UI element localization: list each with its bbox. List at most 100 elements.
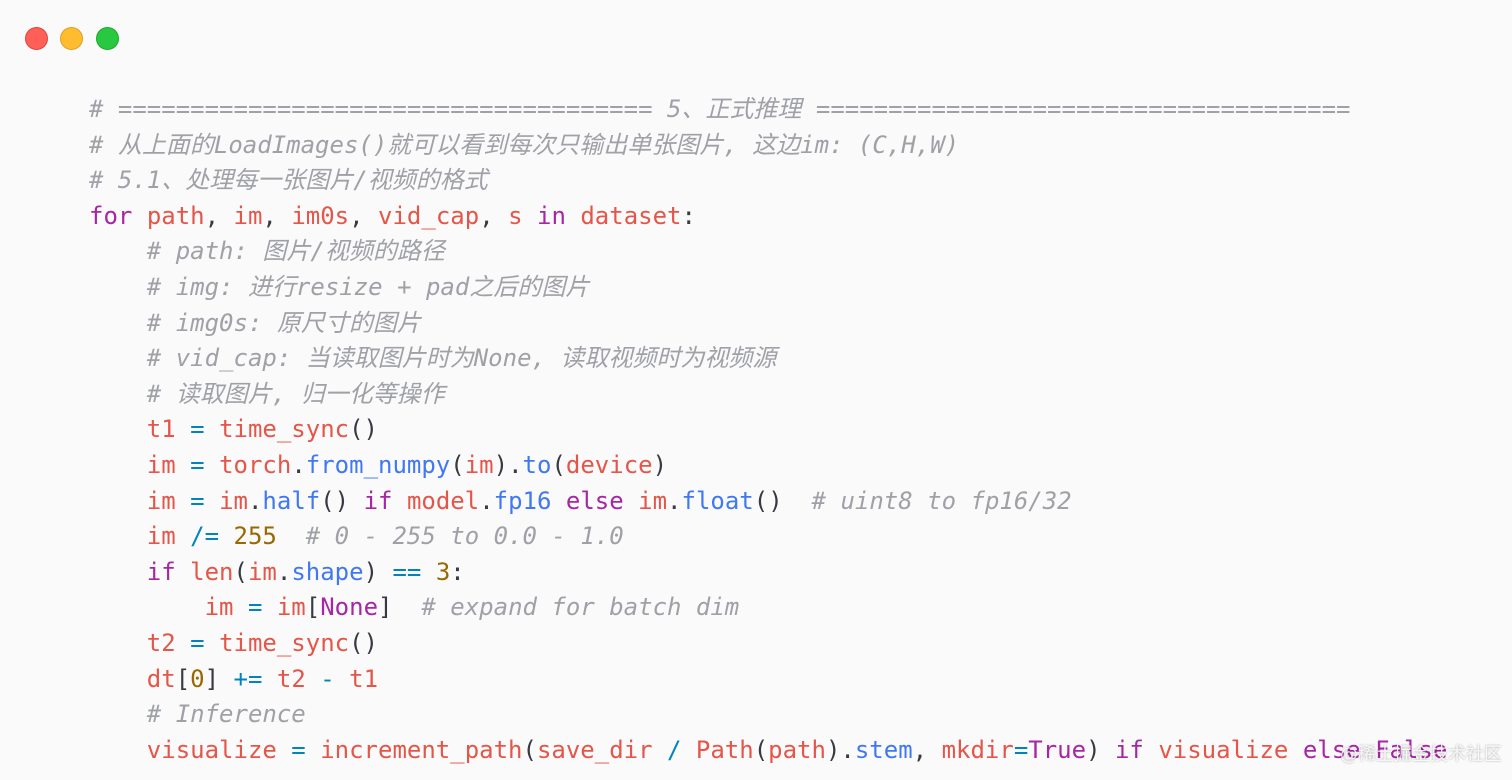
code-punctuation: , [349, 201, 379, 230]
code-punctuation: () [349, 628, 379, 657]
code-punctuation [205, 451, 219, 479]
code-identifier: len [190, 557, 234, 586]
code-keyword: False [1375, 735, 1448, 764]
code-punctuation [89, 665, 147, 693]
code-line: # img0s: 原尺寸的图片 [89, 306, 1447, 342]
code-punctuation: ) [652, 450, 668, 479]
code-identifier: im [146, 522, 176, 551]
code-identifier: im [219, 486, 248, 515]
code-punctuation [277, 522, 306, 550]
code-punctuation [1144, 736, 1158, 764]
code-punctuation [523, 202, 537, 230]
code-punctuation: : [450, 557, 465, 586]
code-identifier: save_dir [536, 735, 653, 764]
minimize-icon[interactable] [60, 27, 83, 50]
code-identifier: im [146, 486, 176, 515]
code-punctuation [624, 487, 638, 515]
code-punctuation: ] [378, 593, 422, 622]
code-comment: # 从上面的LoadImages()就可以看到每次只输出单张图片, 这边im: … [89, 130, 960, 159]
code-operator: = [190, 415, 205, 444]
code-operator: = [1013, 735, 1029, 764]
code-keyword: if [363, 486, 393, 515]
code-punctuation [89, 273, 147, 301]
code-identifier: time_sync [219, 628, 350, 657]
code-identifier: visualize [1158, 735, 1289, 764]
code-line: dt[0] += t2 - t1 [89, 662, 1447, 698]
code-number: 255 [233, 522, 277, 551]
code-identifier: Path [695, 735, 754, 764]
code-punctuation [551, 487, 565, 515]
code-line: # vid_cap: 当读取图片时为None, 读取视频时为视频源 [89, 341, 1447, 377]
code-punctuation: ) [1086, 735, 1115, 764]
code-line: # Inference [89, 697, 1447, 733]
code-punctuation [89, 700, 147, 728]
code-punctuation [421, 558, 435, 586]
code-line: im = im.half() if model.fp16 else im.flo… [89, 484, 1447, 520]
code-identifier: path [768, 735, 826, 764]
code-operator: - [320, 664, 335, 693]
code-attribute: half [262, 486, 321, 515]
code-punctuation [653, 736, 667, 764]
code-line: visualize = increment_path(save_dir / Pa… [89, 733, 1448, 769]
code-punctuation [262, 665, 276, 693]
code-punctuation: : [681, 201, 696, 230]
code-punctuation: ( [522, 735, 537, 764]
code-punctuation [89, 593, 205, 621]
code-punctuation [89, 380, 147, 408]
code-punctuation [681, 736, 695, 764]
code-identifier: im [233, 201, 263, 230]
code-keyword: if [1114, 735, 1144, 764]
code-number: 3 [435, 557, 451, 586]
code-identifier: t2 [276, 664, 306, 693]
code-punctuation: . [667, 486, 682, 515]
code-operator: += [233, 664, 263, 693]
code-punctuation: ( [753, 735, 769, 764]
code-line: if len(im.shape) == 3: [89, 555, 1447, 591]
code-punctuation [176, 558, 190, 586]
code-punctuation [205, 415, 219, 443]
code-comment: # 5.1、处理每一张图片/视频的格式 [89, 166, 488, 195]
code-punctuation: ) [363, 557, 393, 586]
code-attribute: stem [854, 735, 913, 764]
code-attribute: shape [291, 557, 364, 586]
code-identifier: im0s [291, 201, 350, 230]
code-punctuation [277, 736, 291, 764]
code-punctuation: . [479, 486, 494, 515]
code-punctuation [89, 344, 147, 372]
code-punctuation [89, 522, 147, 550]
maximize-icon[interactable] [96, 27, 119, 50]
code-operator: / [667, 735, 682, 764]
code-comment: # ===================================== … [89, 95, 1351, 123]
code-identifier: time_sync [219, 415, 350, 444]
code-line: # img: 进行resize + pad之后的图片 [89, 270, 1447, 306]
code-identifier: im [276, 593, 306, 622]
close-icon[interactable] [25, 27, 48, 50]
code-line: # ===================================== … [89, 92, 1447, 128]
code-punctuation: () [349, 415, 379, 444]
code-comment: # img0s: 原尺寸的图片 [146, 308, 421, 337]
code-punctuation [306, 736, 320, 764]
code-operator: = [190, 628, 205, 657]
code-punctuation [89, 487, 147, 515]
code-line: # path: 图片/视频的路径 [89, 234, 1447, 270]
code-attribute: fp16 [493, 486, 552, 515]
code-operator: = [190, 450, 205, 479]
code-comment: # uint8 to fp16/32 [811, 486, 1072, 515]
code-punctuation [205, 629, 219, 657]
code-punctuation [176, 415, 190, 443]
code-identifier: dataset [580, 201, 682, 230]
code-punctuation: () [753, 486, 812, 515]
code-punctuation [89, 237, 147, 265]
code-punctuation [89, 451, 147, 479]
code-line: # 5.1、处理每一张图片/视频的格式 [89, 163, 1447, 199]
code-comment: # expand for batch dim [421, 593, 740, 622]
code-identifier: mkdir [941, 735, 1014, 764]
code-attribute: from_numpy [305, 450, 451, 479]
code-punctuation [1288, 736, 1302, 764]
code-punctuation: , [479, 201, 509, 230]
code-identifier: path [146, 201, 205, 230]
code-attribute: float [681, 486, 754, 515]
code-punctuation: , [204, 201, 234, 230]
code-keyword: else [565, 486, 624, 515]
